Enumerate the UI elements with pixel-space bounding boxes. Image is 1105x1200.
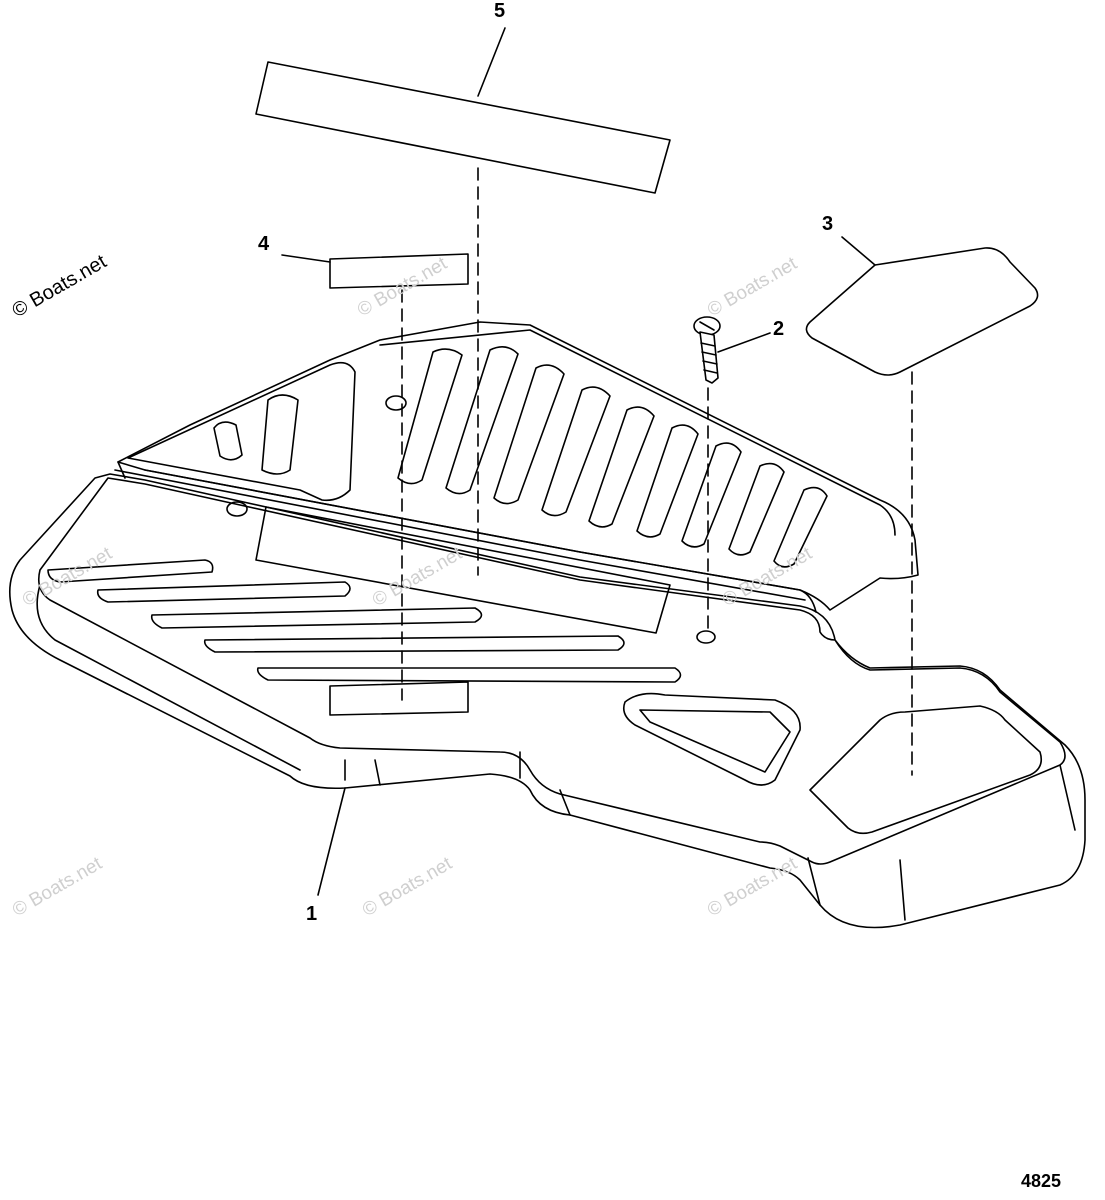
callout-part-4: 4 — [258, 233, 270, 255]
assembly-guide-lines — [401, 167, 913, 776]
screw-part-2 — [693, 316, 771, 384]
callout-part-3: 3 — [822, 213, 834, 235]
cover-part-1 — [9, 321, 1086, 929]
decal-part-4 — [281, 253, 469, 289]
front-slots — [47, 559, 682, 683]
callout-part-1: 1 — [306, 903, 318, 925]
callout-part-2: 2 — [773, 318, 785, 340]
callout-part-5: 5 — [494, 0, 506, 22]
grille-slots — [213, 346, 828, 568]
decal-part-5 — [255, 27, 671, 194]
figure-number: 4825 — [1020, 1171, 1061, 1191]
pad-part-3 — [805, 236, 1039, 376]
